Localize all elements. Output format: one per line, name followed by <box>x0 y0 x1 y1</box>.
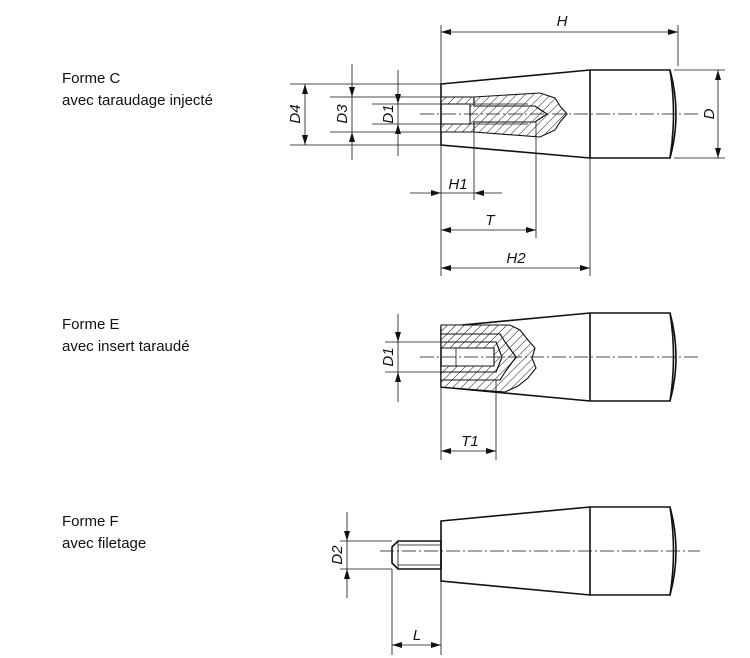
dim-label-t1: T1 <box>461 433 479 450</box>
form-f-subtitle: avec filetage <box>62 535 147 552</box>
dim-label-t: T <box>485 212 496 229</box>
dim-label-d: D <box>701 108 718 119</box>
form-e-insert-section <box>440 324 537 393</box>
dim-label-d1: D1 <box>380 104 397 123</box>
form-e-subtitle: avec insert taraudé <box>62 338 190 355</box>
form-c-threaded-bore-section <box>440 92 568 138</box>
form-f-label: Forme F avec filetage <box>62 511 146 555</box>
form-e-label: Forme E avec insert taraudé <box>62 314 190 358</box>
form-c-label: Forme C avec taraudage injecté <box>62 68 213 112</box>
dim-label-l: L <box>413 627 421 644</box>
form-e-title: Forme E <box>62 316 120 333</box>
dim-label-h: H <box>557 13 568 30</box>
dim-label-h2: H2 <box>506 250 526 267</box>
dim-label-e-d1: D1 <box>380 347 397 366</box>
dim-label-d2: D2 <box>329 545 346 565</box>
form-c-title: Forme C <box>62 70 121 87</box>
form-c-drawing: H D D4 D3 D1 H1 T H2 <box>287 13 725 276</box>
form-f-threaded-stud <box>391 540 442 570</box>
form-f-title: Forme F <box>62 513 119 530</box>
form-f-drawing: D2 L <box>329 506 700 655</box>
dim-label-d3: D3 <box>334 104 351 124</box>
form-c-subtitle: avec taraudage injecté <box>62 92 213 109</box>
dim-label-h1: H1 <box>448 176 467 193</box>
form-e-drawing: D1 T1 <box>380 312 700 460</box>
dim-label-d4: D4 <box>287 104 304 123</box>
